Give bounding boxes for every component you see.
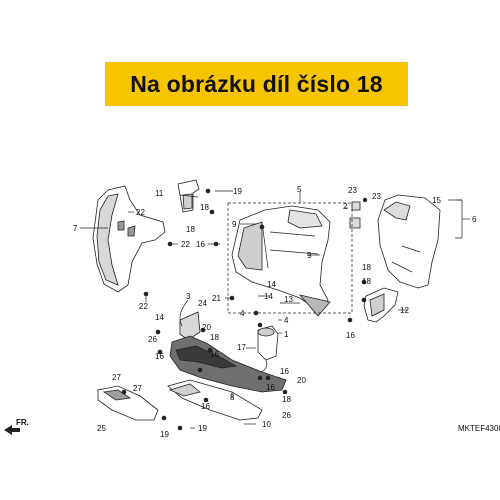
callout-18c: 18 bbox=[362, 263, 371, 272]
callout-8: 8 bbox=[230, 393, 235, 402]
callout-16a: 16 bbox=[196, 240, 205, 249]
callout-18d: 18 bbox=[362, 277, 371, 286]
callout-labels: 11 7 22 22 22 18 18 19 16 5 9 9 21 14 14… bbox=[73, 185, 477, 439]
diagram-code: MKTEF4300 bbox=[458, 424, 500, 433]
callout-16b: 16 bbox=[346, 331, 355, 340]
banner-text: Na obrázku díl číslo 18 bbox=[130, 70, 383, 97]
callout-17: 17 bbox=[237, 343, 246, 352]
callout-20a: 20 bbox=[202, 323, 211, 332]
callout-4a: 4 bbox=[240, 309, 245, 318]
callout-27b: 27 bbox=[133, 384, 142, 393]
callout-24: 24 bbox=[198, 299, 207, 308]
callout-18f: 18 bbox=[282, 395, 291, 404]
part-number-banner: Na obrázku díl číslo 18 bbox=[105, 62, 408, 106]
callout-16e: 16 bbox=[280, 367, 289, 376]
callout-16g: 16 bbox=[201, 402, 210, 411]
part-6-right-cover bbox=[377, 194, 441, 289]
part-3-harness bbox=[179, 299, 201, 341]
callout-27a: 27 bbox=[112, 373, 121, 382]
callout-20b: 20 bbox=[297, 376, 306, 385]
callout-4b: 4 bbox=[284, 316, 289, 325]
callout-16d: 16 bbox=[210, 350, 219, 359]
callout-15: 15 bbox=[432, 196, 441, 205]
callout-16f: 16 bbox=[266, 383, 275, 392]
part-12-bracket bbox=[363, 287, 399, 323]
fasteners bbox=[121, 188, 367, 431]
callout-1: 1 bbox=[284, 330, 289, 339]
callout-19c: 19 bbox=[198, 424, 207, 433]
callout-16c: 16 bbox=[155, 352, 164, 361]
callout-22a: 22 bbox=[136, 208, 145, 217]
part-25-strip bbox=[97, 385, 159, 421]
callout-19a: 19 bbox=[233, 187, 242, 196]
callout-14b: 14 bbox=[264, 292, 273, 301]
callout-18e: 18 bbox=[210, 333, 219, 342]
callout-18a: 18 bbox=[200, 203, 209, 212]
part-7-left-cover bbox=[92, 185, 166, 293]
callout-5: 5 bbox=[297, 185, 302, 194]
callout-14c: 14 bbox=[155, 313, 164, 322]
front-direction-arrow-icon: FR. bbox=[4, 418, 29, 435]
callout-23a: 23 bbox=[348, 186, 357, 195]
callout-12: 12 bbox=[400, 306, 409, 315]
callout-26b: 26 bbox=[282, 411, 291, 420]
part-1-socket bbox=[249, 325, 279, 374]
callout-10: 10 bbox=[262, 420, 271, 429]
callout-25: 25 bbox=[97, 424, 106, 433]
callout-22c: 22 bbox=[139, 302, 148, 311]
callout-19b: 19 bbox=[160, 430, 169, 439]
callout-6: 6 bbox=[472, 215, 477, 224]
callout-22b: 22 bbox=[181, 240, 190, 249]
callout-11: 11 bbox=[155, 189, 164, 198]
callout-9b: 9 bbox=[307, 251, 312, 260]
callout-9a: 9 bbox=[232, 220, 237, 229]
callout-13: 13 bbox=[284, 295, 293, 304]
part-2-clip bbox=[349, 197, 368, 229]
callout-18b: 18 bbox=[186, 225, 195, 234]
direction-label: FR. bbox=[16, 418, 29, 427]
part-5-center-panel bbox=[231, 205, 331, 317]
part-8-lower-cover bbox=[169, 335, 287, 393]
callout-7: 7 bbox=[73, 224, 78, 233]
callout-2: 2 bbox=[343, 202, 348, 211]
callout-21: 21 bbox=[212, 294, 221, 303]
part-10-strip bbox=[167, 379, 263, 421]
callout-14a: 14 bbox=[267, 280, 276, 289]
callout-3: 3 bbox=[186, 292, 191, 301]
callout-26a: 26 bbox=[148, 335, 157, 344]
leader-lines bbox=[80, 190, 470, 429]
callout-23b: 23 bbox=[372, 192, 381, 201]
